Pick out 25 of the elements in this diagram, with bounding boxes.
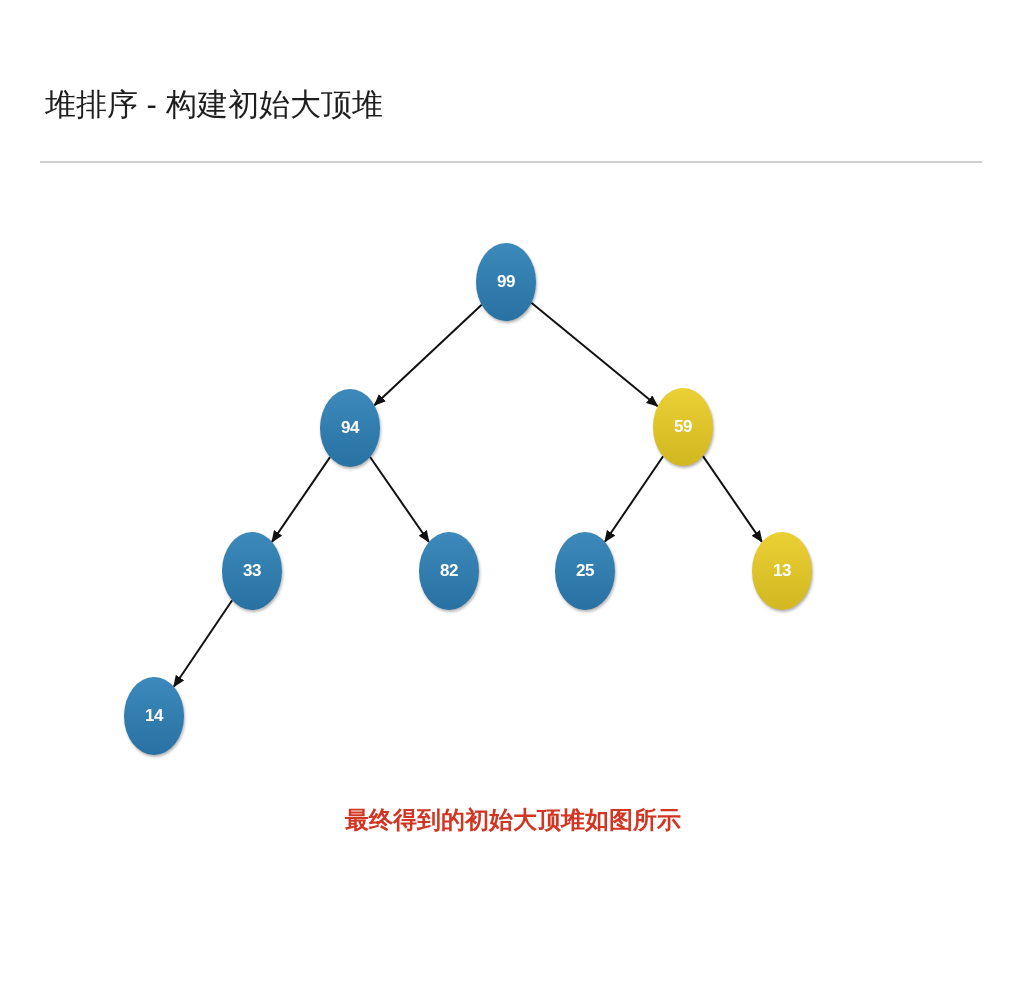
arrow xyxy=(270,456,332,543)
node-value: 13 xyxy=(773,561,791,581)
node-value: 94 xyxy=(341,418,359,438)
node-value: 99 xyxy=(497,272,515,292)
tree-node-circle xyxy=(555,532,615,610)
tree-node-circle xyxy=(320,389,380,467)
arrow xyxy=(530,301,659,408)
node-value: 59 xyxy=(674,417,692,437)
node-value: 82 xyxy=(440,561,458,581)
tree-node-circle xyxy=(222,532,282,610)
arrow xyxy=(702,455,763,543)
tree-node-circle xyxy=(752,532,812,610)
node-value: 33 xyxy=(243,561,261,581)
node-value: 14 xyxy=(145,706,163,726)
tree-node-circle xyxy=(124,677,184,755)
tree-node-circle xyxy=(653,388,713,466)
tree-node-circle xyxy=(476,243,536,321)
slide-title: 堆排序 - 构建初始大顶堆 xyxy=(45,86,383,124)
arrow xyxy=(369,456,430,543)
arrow xyxy=(172,599,234,688)
node-value: 25 xyxy=(576,561,594,581)
tree-node-circle xyxy=(419,532,479,610)
caption-note: 最终得到的初始大顶堆如图所示 xyxy=(344,805,681,835)
arrow xyxy=(603,455,665,543)
arrow xyxy=(373,303,483,407)
